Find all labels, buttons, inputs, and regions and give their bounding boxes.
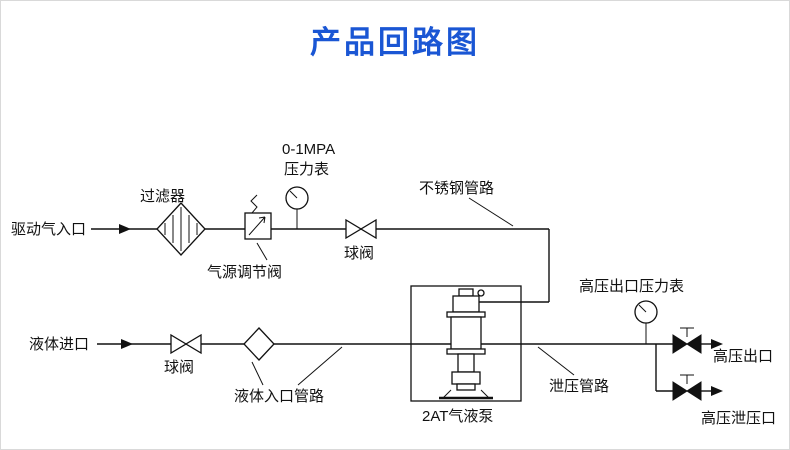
needle-valve-icon [672,374,702,401]
label-filter: 过滤器 [140,188,185,205]
label-ball-valve-liquid: 球阀 [164,359,194,376]
callout-lines [251,197,575,386]
strainer-icon [243,327,275,361]
pressure-gauge-icon [634,300,658,344]
pump-drawing-icon [439,288,493,400]
arrow-right-icon [711,386,723,396]
label-hp-relief-port: 高压泄压口 [701,410,776,427]
label-ball-valve-air: 球阀 [344,245,374,262]
regulator-icon [244,194,272,240]
label-relief-pipe: 泄压管路 [549,378,609,395]
pressure-gauge-icon [285,186,309,229]
label-stainless-pipe: 不锈钢管路 [419,180,494,197]
label-gauge-range: 0-1MPA [282,141,335,158]
filter-icon [156,202,206,256]
label-hp-outlet-gauge: 高压出口压力表 [579,278,684,295]
page-title: 产品回路图 [310,25,480,60]
label-pressure-gauge: 压力表 [284,161,329,178]
pipes [91,224,723,396]
arrow-right-icon [121,339,133,349]
arrow-right-icon [119,224,131,234]
ball-valve-icon [170,333,202,355]
label-liquid-inlet-pipe: 液体入口管路 [234,388,324,405]
label-pump: 2AT气液泵 [422,408,493,425]
label-air-source-regulator: 气源调节阀 [207,264,282,281]
needle-valve-icon [672,327,702,354]
ball-valve-icon [345,218,377,240]
arrow-right-icon [711,339,723,349]
label-drive-air-inlet: 驱动气入口 [11,221,86,238]
label-hp-outlet: 高压出口 [713,348,773,365]
label-liquid-inlet: 液体进口 [29,336,89,353]
